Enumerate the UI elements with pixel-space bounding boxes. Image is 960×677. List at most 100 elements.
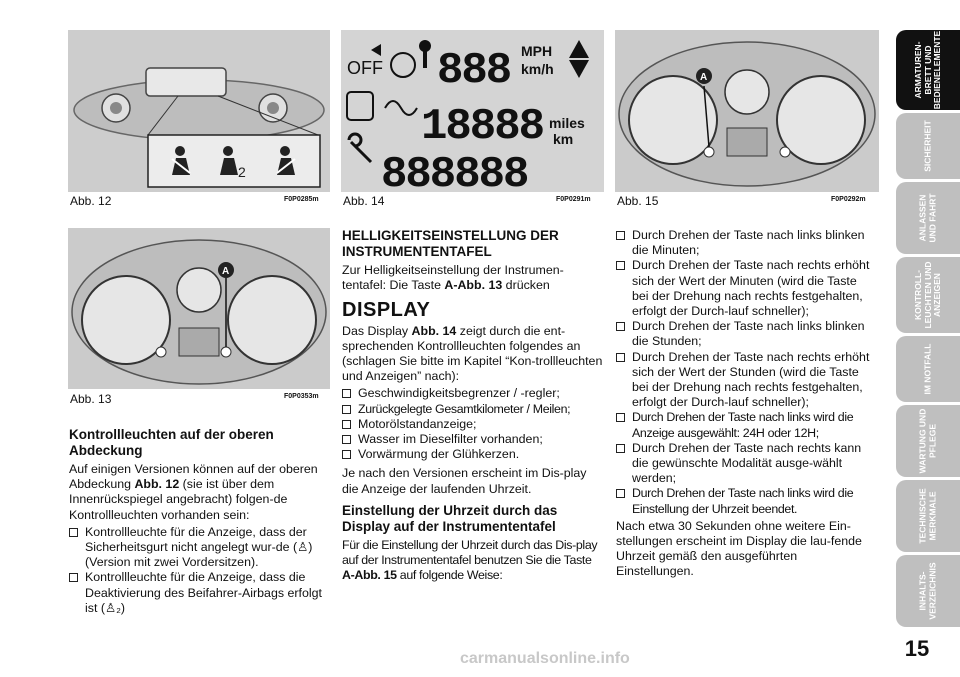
instrument-cluster-illustration: A bbox=[618, 41, 876, 187]
marker-a-label: A bbox=[700, 72, 707, 83]
checkbox-bullet bbox=[342, 404, 351, 414]
tab-kontrollleuchten[interactable]: KONTROLL- LEUCHTEN UND ANZEIGEN bbox=[896, 257, 960, 333]
paragraph: Nach etwa 30 Sekunden ohne weitere Ein-s… bbox=[616, 518, 862, 579]
figure-code: F0P0353m bbox=[284, 393, 319, 400]
figure-caption: Abb. 13 bbox=[70, 392, 112, 406]
overhead-console-illustration: 2 bbox=[68, 30, 330, 192]
checkbox-bullet bbox=[616, 443, 625, 453]
list-item: Durch Drehen der Taste nach links wird d… bbox=[616, 486, 870, 516]
list-item-text: Durch Drehen der Taste nach links wird d… bbox=[632, 486, 854, 516]
left-column: Kontrollleuchten auf der oberen Abdeckun… bbox=[69, 423, 333, 616]
tab-im-notfall[interactable]: IM NOTFALL bbox=[896, 336, 960, 402]
text: Zur Helligkeitseinstellung der Instrumen… bbox=[342, 263, 564, 293]
tab-label: IM NOTFALL bbox=[922, 343, 933, 395]
list-item: Durch Drehen der Taste nach rechts erhöh… bbox=[616, 258, 870, 319]
svg-text:2: 2 bbox=[238, 164, 246, 180]
section-heading: HELLIGKEITSEINSTELLUNG DER INSTRUMENTENT… bbox=[342, 228, 559, 259]
tab-armaturenbrett[interactable]: ARMATUREN- BRETT UND BEDIENELEMENTE bbox=[896, 30, 960, 110]
list-item-text: Kontrollleuchte für die Anzeige, dass de… bbox=[85, 524, 313, 570]
section-heading: Einstellung der Uhrzeit durch das Displa… bbox=[342, 502, 558, 534]
figure-ref: Abb. 12 bbox=[134, 477, 180, 492]
paragraph: Für die Einstellung der Uhrzeit durch da… bbox=[342, 538, 605, 584]
figure-code: F0P0291m bbox=[556, 196, 591, 203]
text: drücken bbox=[502, 278, 550, 293]
arrow-up-icon bbox=[569, 40, 589, 58]
seatbelt-icon-right bbox=[276, 146, 296, 175]
list-item: Durch Drehen der Taste nach links blinke… bbox=[616, 319, 870, 349]
figure-abb14: OFF 888 MPH km/h 18888 miles 888888 km bbox=[341, 30, 604, 192]
wrench-icon bbox=[347, 132, 373, 164]
list-item-text: Durch Drehen der Taste nach rechts erhöh… bbox=[632, 258, 870, 319]
section-title: DISPLAY bbox=[342, 299, 431, 322]
section-heading: Kontrollleuchten auf der oberen Abdeckun… bbox=[69, 427, 274, 458]
list-item-text: Durch Drehen der Taste nach rechts kann … bbox=[632, 440, 862, 486]
airbag-off-icon: 2 bbox=[220, 146, 246, 180]
display-kmh: km/h bbox=[521, 61, 554, 77]
checkbox-bullet bbox=[69, 573, 78, 583]
tab-label: ARMATUREN- BRETT UND BEDIENELEMENTE bbox=[912, 30, 942, 110]
figure-caption: Abb. 14 bbox=[343, 194, 385, 208]
figure-ref: Abb. 14 bbox=[411, 323, 457, 338]
marker-a bbox=[696, 68, 712, 84]
paragraph: Je nach den Versionen erscheint im Dis-p… bbox=[342, 466, 587, 496]
list-item-text: Durch Drehen der Taste nach links blinke… bbox=[632, 228, 865, 258]
list-item: Durch Drehen der Taste nach rechts erhöh… bbox=[616, 350, 870, 411]
list-item-text: Vorwärmung der Glühkerzen. bbox=[358, 447, 520, 462]
tab-wartung[interactable]: WARTUNG UND PFLEGE bbox=[896, 405, 960, 477]
list-item: Durch Drehen der Taste nach links blinke… bbox=[616, 228, 870, 258]
marker-a bbox=[218, 262, 234, 278]
display-off-label: OFF bbox=[347, 58, 383, 78]
display-km: km bbox=[553, 131, 573, 147]
figure-ref: A-Abb. 13 bbox=[444, 278, 503, 293]
tab-technische-merkmale[interactable]: TECHNISCHE MERKMALE bbox=[896, 480, 960, 552]
checkbox-bullet bbox=[616, 261, 625, 271]
figure-caption: Abb. 12 bbox=[70, 194, 112, 208]
glow-plug-icon bbox=[384, 100, 418, 116]
text: zeigt durch die ent-sprechenden Kontroll… bbox=[342, 323, 603, 384]
tab-sicherheit[interactable]: SICHERHEIT bbox=[896, 113, 960, 179]
list-item-text: Durch Drehen der Taste nach links wird d… bbox=[632, 410, 854, 440]
tab-label: ANLASSEN UND FAHRT bbox=[917, 193, 938, 243]
list-item: Vorwärmung der Glühkerzen. bbox=[342, 447, 605, 462]
list-item-text: Motorölstandanzeige; bbox=[358, 416, 477, 431]
list-item-text: Geschwindigkeitsbegrenzer / -regler; bbox=[358, 386, 560, 401]
tab-inhaltsverzeichnis[interactable]: INHALTS- VERZEICHNIS bbox=[896, 555, 960, 627]
list-item: Kontrollleuchte für die Anzeige, dass di… bbox=[69, 570, 333, 616]
paragraph: Zur Helligkeitseinstellung der Instrumen… bbox=[342, 263, 605, 293]
list-item: Durch Drehen der Taste nach links wird d… bbox=[616, 410, 870, 440]
tab-label: TECHNISCHE MERKMALE bbox=[917, 488, 938, 544]
text: Für die Einstellung der Uhrzeit durch da… bbox=[342, 537, 598, 568]
checkbox-bullet bbox=[342, 419, 351, 429]
checkbox-bullet bbox=[342, 450, 351, 460]
right-column: Durch Drehen der Taste nach links blinke… bbox=[616, 228, 870, 582]
watermark: carmanualsonline.info bbox=[460, 650, 630, 667]
display-miles: miles bbox=[549, 115, 585, 131]
figure-abb15: A bbox=[615, 30, 879, 192]
page-number: 15 bbox=[904, 636, 930, 661]
checkbox-bullet bbox=[342, 435, 351, 445]
figure-ref: A-Abb. 15 bbox=[342, 568, 397, 583]
display-mph: MPH bbox=[521, 43, 552, 59]
text: auf folgende Weise: bbox=[396, 568, 503, 583]
tab-anlassen[interactable]: ANLASSEN UND FAHRT bbox=[896, 182, 960, 254]
checkbox-bullet bbox=[616, 413, 625, 423]
text: (sie ist über dem Innenrückspiegel angeb… bbox=[69, 477, 288, 522]
middle-column: HELLIGKEITSEINSTELLUNG DER INSTRUMENTENT… bbox=[342, 228, 605, 585]
paragraph: Das Display Abb. 14 zeigt durch die ent-… bbox=[342, 324, 605, 385]
list-item: Geschwindigkeitsbegrenzer / -regler; bbox=[342, 386, 605, 401]
list-item-text: Durch Drehen der Taste nach rechts erhöh… bbox=[632, 349, 870, 410]
list-item: Durch Drehen der Taste nach rechts kann … bbox=[616, 441, 870, 487]
display-digits-mid: 18888 bbox=[421, 102, 544, 152]
checkbox-bullet bbox=[616, 352, 625, 362]
list-item-text: Zurückgelegte Gesamtkilometer / Meilen; bbox=[358, 401, 571, 416]
list-item: Motorölstandanzeige; bbox=[342, 417, 605, 432]
text: Das Display bbox=[342, 323, 412, 338]
arrow-down-icon bbox=[569, 60, 589, 78]
list-item-text: Durch Drehen der Taste nach links blinke… bbox=[632, 319, 865, 349]
figure-code: F0P0285m bbox=[284, 196, 319, 203]
tab-label: KONTROLL- LEUCHTEN UND ANZEIGEN bbox=[912, 261, 942, 329]
tab-label: WARTUNG UND PFLEGE bbox=[917, 408, 938, 474]
list-item-text: Kontrollleuchte für die Anzeige, dass di… bbox=[85, 570, 322, 615]
checkbox-bullet bbox=[342, 389, 351, 399]
list-item: Kontrollleuchte für die Anzeige, dass de… bbox=[69, 525, 333, 571]
